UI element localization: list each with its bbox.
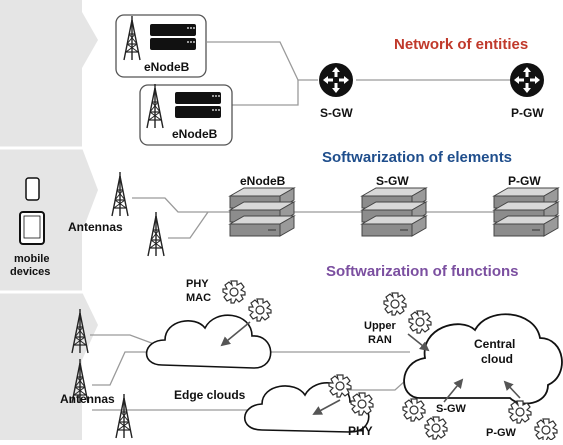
phy-label: PHY <box>186 278 209 290</box>
upper-ran-label: RAN <box>368 334 392 346</box>
upper-ran-label: Upper <box>364 320 396 332</box>
pgw-label: P-GW <box>486 427 516 439</box>
antennas-label: Antennas <box>68 220 123 234</box>
mac-label: MAC <box>186 292 212 304</box>
phone-icon <box>25 177 40 201</box>
enodeb-box-bottom <box>139 83 233 146</box>
mobile-devices-label: mobile <box>14 253 50 265</box>
sgw-router-icon <box>319 63 353 97</box>
tablet-icon <box>19 211 45 245</box>
enodeb-label: eNodeB <box>172 127 218 141</box>
enodeb-box-top <box>115 14 207 78</box>
gear-icon <box>248 298 272 322</box>
gear-icon <box>383 292 407 316</box>
gear-icon <box>350 392 374 416</box>
central-cloud-label: Central <box>474 337 516 351</box>
sgw-server-icon <box>361 187 427 237</box>
gear-icon <box>534 418 558 442</box>
section-title-network-of-entities: Network of entities <box>394 36 529 53</box>
row2-links <box>132 197 494 239</box>
function-arrows <box>220 321 521 415</box>
antenna-icon <box>115 393 133 439</box>
pgw-router-icon <box>510 63 544 97</box>
edge-clouds-label: Edge clouds <box>174 388 246 402</box>
enodeb-label: eNodeB <box>144 60 190 74</box>
section-title-softwarization-of-functions: Softwarization of functions <box>326 263 519 280</box>
edge-cloud-upper <box>145 314 272 369</box>
central-cloud <box>403 313 563 405</box>
pgw-label: P-GW <box>508 174 541 188</box>
sgw-label: S-GW <box>436 403 466 415</box>
row1-links <box>207 41 510 106</box>
section-title-softwarization-of-elements: Softwarization of elements <box>322 149 513 166</box>
pgw-label: P-GW <box>511 106 544 120</box>
gear-icon <box>408 310 432 334</box>
pgw-server-icon <box>493 187 559 237</box>
enodeb-server-icon <box>229 187 295 237</box>
central-cloud-label: cloud <box>481 352 513 366</box>
gear-icon <box>424 416 448 440</box>
left-band <box>0 0 98 440</box>
gear-icon <box>328 374 352 398</box>
mobile-devices-label: devices <box>10 266 51 278</box>
gear-icon <box>222 280 246 304</box>
antennas-label: Antennas <box>60 392 115 406</box>
gear-icon <box>508 400 532 424</box>
gear-icon <box>402 398 426 422</box>
antenna-icon <box>111 171 129 217</box>
antenna-icon <box>147 211 165 257</box>
enodeb-label: eNodeB <box>240 174 286 188</box>
sgw-label: S-GW <box>376 174 409 188</box>
phy-label: PHY <box>348 424 373 438</box>
sgw-label: S-GW <box>320 106 353 120</box>
